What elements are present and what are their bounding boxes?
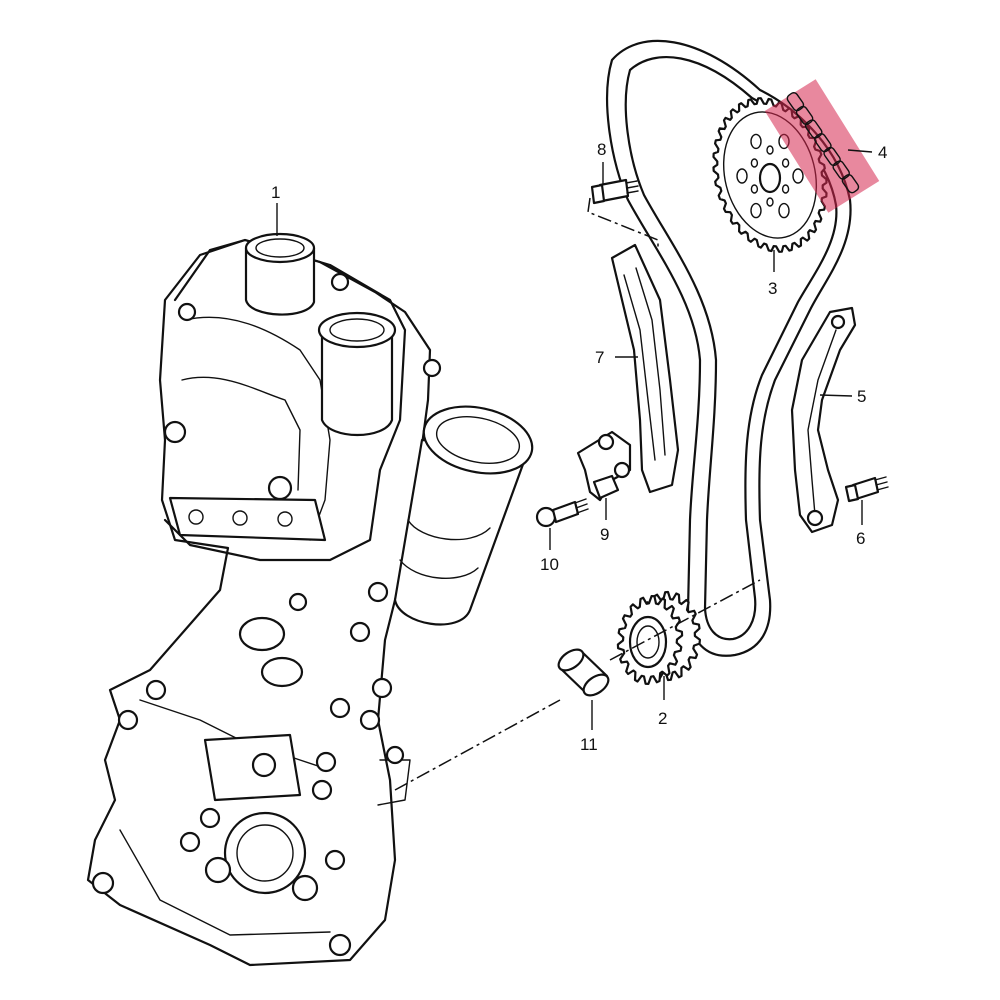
sprocket-hole (736, 168, 748, 184)
sprocket-slot (750, 158, 759, 168)
callout-8: 8 (597, 140, 606, 159)
bolt-8[interactable] (590, 178, 639, 205)
chain-link (814, 133, 832, 153)
timing-case-cover[interactable] (86, 232, 538, 967)
callout-2: 2 (658, 709, 667, 728)
leader-5 (819, 394, 853, 397)
spacer-bushing[interactable] (555, 645, 612, 699)
sprocket-hole (792, 168, 804, 184)
sprocket-hole (778, 202, 790, 219)
centerline-bolt-8 (587, 197, 659, 252)
sprocket-slot (766, 145, 774, 155)
chain-link (786, 92, 805, 112)
chain-link (795, 105, 814, 126)
sprocket-slot (750, 184, 759, 194)
bolt-10[interactable] (535, 498, 589, 528)
callout-6: 6 (856, 529, 865, 548)
tensioner-rail[interactable] (610, 243, 680, 494)
chain-link (823, 146, 841, 167)
callout-3: 3 (768, 279, 777, 298)
callout-7: 7 (595, 348, 604, 367)
callout-5: 5 (857, 387, 866, 406)
callout-9: 9 (600, 525, 609, 544)
callout-10: 10 (540, 555, 559, 574)
callout-11: 11 (580, 735, 598, 754)
highlight-part-4 (764, 79, 880, 213)
callout-4: 4 (878, 143, 887, 162)
guide-rail[interactable] (790, 306, 857, 534)
chain-link-segment[interactable] (786, 91, 860, 194)
centerline-crank (394, 699, 561, 791)
sprocket-slot (781, 184, 790, 194)
sprocket-slot (766, 197, 774, 207)
sprocket-hole (750, 133, 762, 150)
chain-link (832, 160, 851, 180)
chain-link (841, 174, 860, 194)
sprocket-hole (750, 202, 762, 219)
leader-4 (847, 149, 873, 153)
chain-link (804, 119, 823, 139)
bolt-6[interactable] (844, 476, 889, 503)
centerline-crank-2 (609, 579, 761, 661)
crankshaft-sprocket[interactable] (616, 590, 701, 685)
callout-1: 1 (271, 183, 280, 202)
sprocket-slot (781, 158, 790, 168)
chain-tensioner[interactable] (576, 430, 632, 502)
